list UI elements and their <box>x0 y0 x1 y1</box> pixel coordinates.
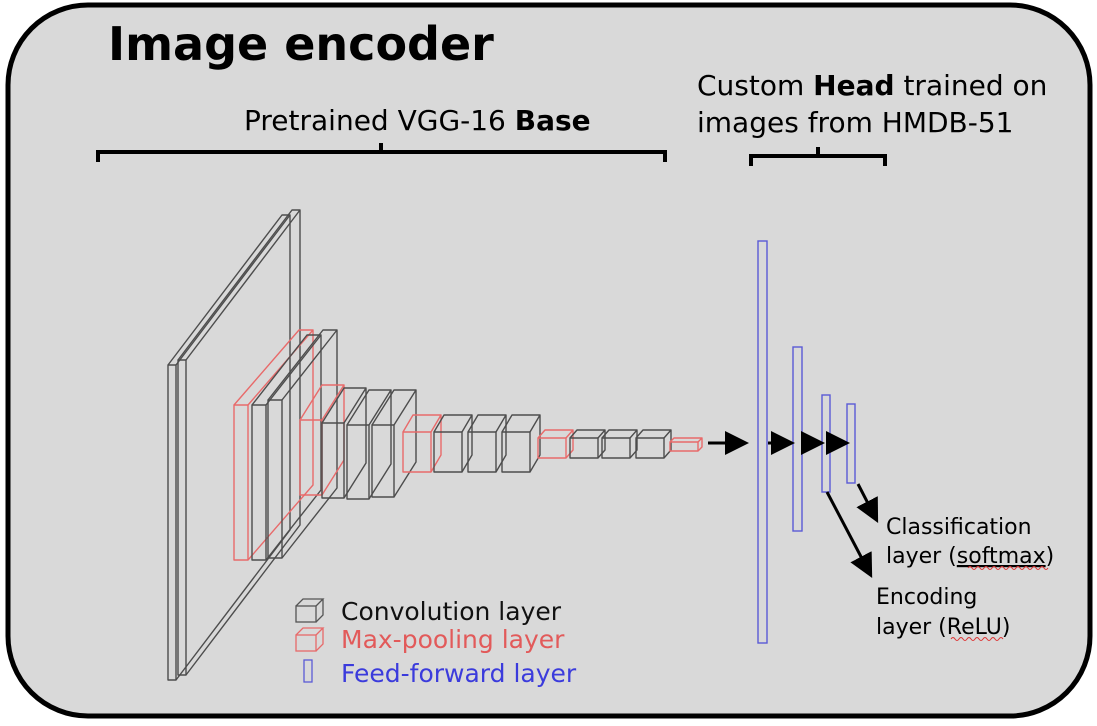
maxpool-layer-4 <box>537 429 574 459</box>
conv-layer-2c <box>371 389 417 498</box>
encoder-panel <box>5 2 1093 719</box>
conv-layer-1b <box>267 329 338 559</box>
encoding-label-line1: Encoding <box>876 585 977 610</box>
arrow-to-encoding <box>825 491 873 578</box>
conv-layer-2b <box>346 389 392 500</box>
base-label: Pretrained VGG-16 Base <box>244 104 591 137</box>
input-slab-2 <box>177 209 301 676</box>
head-bracket <box>749 147 887 166</box>
conv-layer-3b <box>467 414 507 473</box>
diagram-title: Image encoder <box>108 17 494 71</box>
connection-arrows <box>708 431 879 578</box>
legend: Convolution layer Max-pooling layer Feed… <box>295 597 577 688</box>
head-label-line1: Custom Head trained on <box>697 69 1047 102</box>
legend-conv-cube-icon <box>295 598 325 623</box>
conv-layer-2a <box>321 387 367 499</box>
softmax-squiggle <box>967 566 1049 570</box>
legend-ff-bar-icon <box>303 659 313 683</box>
legend-ff-label: Feed-forward layer <box>341 659 577 688</box>
conv-layer-4a <box>569 429 606 459</box>
conv-layer-3a <box>433 414 473 473</box>
maxpool-layer-1 <box>233 329 314 561</box>
vgg16-base-layers <box>167 209 703 681</box>
head-label-line2: images from HMDB-51 <box>697 106 1013 139</box>
ff-layer-1 <box>757 240 768 644</box>
maxpool-layer-5 <box>669 437 703 452</box>
encoding-label-line2: layer (ReLU) <box>876 615 1010 640</box>
legend-pool-cube-icon <box>295 627 325 652</box>
conv-layer-4c <box>635 429 672 459</box>
classification-label-line1: Classification <box>886 515 1032 540</box>
relu-squiggle <box>950 637 1004 641</box>
arrow-to-classification <box>856 483 879 523</box>
legend-conv-label: Convolution layer <box>341 597 562 626</box>
classification-label-line2: layer (softmax) <box>886 544 1054 569</box>
legend-pool-label: Max-pooling layer <box>341 625 565 654</box>
conv-layer-3c <box>501 414 541 473</box>
base-bracket <box>96 143 667 162</box>
